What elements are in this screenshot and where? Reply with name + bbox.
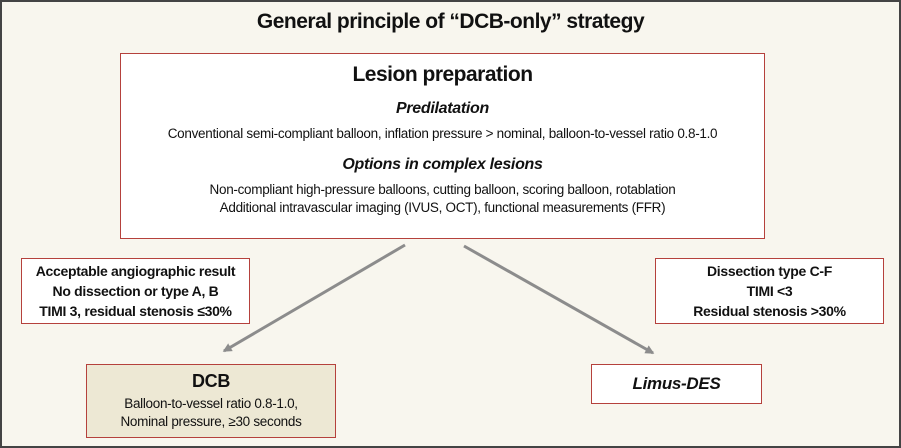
acceptable-result-box: Acceptable angiographic result No dissec… <box>21 258 250 324</box>
predilatation-heading: Predilatation <box>395 100 489 117</box>
dcb-heading: DCB <box>191 370 231 391</box>
arrow-to-limus-des <box>463 244 655 355</box>
dissection-result-box: Dissection type C-F TIMI <3 Residual ste… <box>655 258 884 324</box>
dissection-result-line-2: TIMI <3 <box>746 282 793 299</box>
limus-des-box: Limus-DES <box>591 364 762 404</box>
predilatation-text: Conventional semi-compliant balloon, inf… <box>167 126 718 141</box>
dissection-result-line-3: Residual stenosis >30% <box>693 303 846 320</box>
acceptable-result-line-2: No dissection or type A, B <box>52 282 219 299</box>
dcb-box: DCB Balloon-to-vessel ratio 0.8-1.0, Nom… <box>86 364 336 438</box>
figure-title: General principle of “DCB-only” strategy <box>256 10 645 33</box>
acceptable-result-line-3: TIMI 3, residual stenosis ≤30% <box>39 303 232 320</box>
limus-des-heading: Limus-DES <box>632 374 721 393</box>
lesion-preparation-box: Lesion preparation Predilatation Convent… <box>120 53 765 239</box>
dcb-line-1: Balloon-to-vessel ratio 0.8-1.0, <box>124 395 298 411</box>
dissection-result-line-1: Dissection type C-F <box>707 262 832 279</box>
options-complex-lesions-heading: Options in complex lesions <box>342 156 543 174</box>
acceptable-result-line-1: Acceptable angiographic result <box>35 262 236 279</box>
options-line-2: Additional intravascular imaging (IVUS, … <box>219 200 666 216</box>
dcb-line-2: Nominal pressure, ≥30 seconds <box>120 414 302 429</box>
options-line-1: Non-compliant high-pressure balloons, cu… <box>209 182 676 198</box>
lesion-preparation-heading: Lesion preparation <box>352 63 533 86</box>
arrow-to-dcb <box>222 243 406 353</box>
